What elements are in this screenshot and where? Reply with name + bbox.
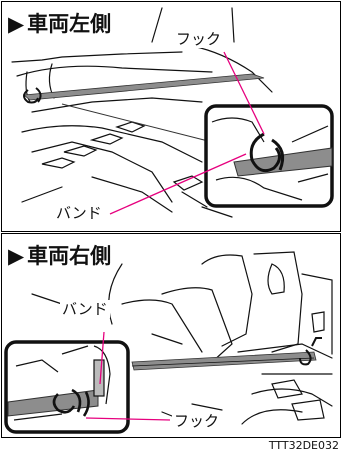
left-panel-title: ▶車両左側 [8, 8, 111, 38]
left-side-illustration [11, 7, 334, 218]
left-hook-label: フック [174, 30, 224, 48]
figure-code: TTT32DE032 [268, 439, 339, 452]
right-band-label: バンド [60, 300, 110, 318]
right-side-illustration [4, 251, 333, 434]
right-panel-title: ▶車両右側 [8, 240, 111, 270]
left-title-text: 車両左側 [27, 12, 112, 36]
left-band-label: バンド [54, 204, 104, 222]
right-hook-label: フック [172, 412, 222, 430]
panel-vehicle-right-side: ▶車両右側 バンド フック [1, 233, 341, 438]
triangle-marker-icon: ▶ [8, 12, 25, 36]
right-title-text: 車両右側 [27, 244, 112, 268]
triangle-marker-icon: ▶ [8, 244, 25, 268]
panel-vehicle-left-side: ▶車両左側 フック バンド [1, 1, 341, 232]
